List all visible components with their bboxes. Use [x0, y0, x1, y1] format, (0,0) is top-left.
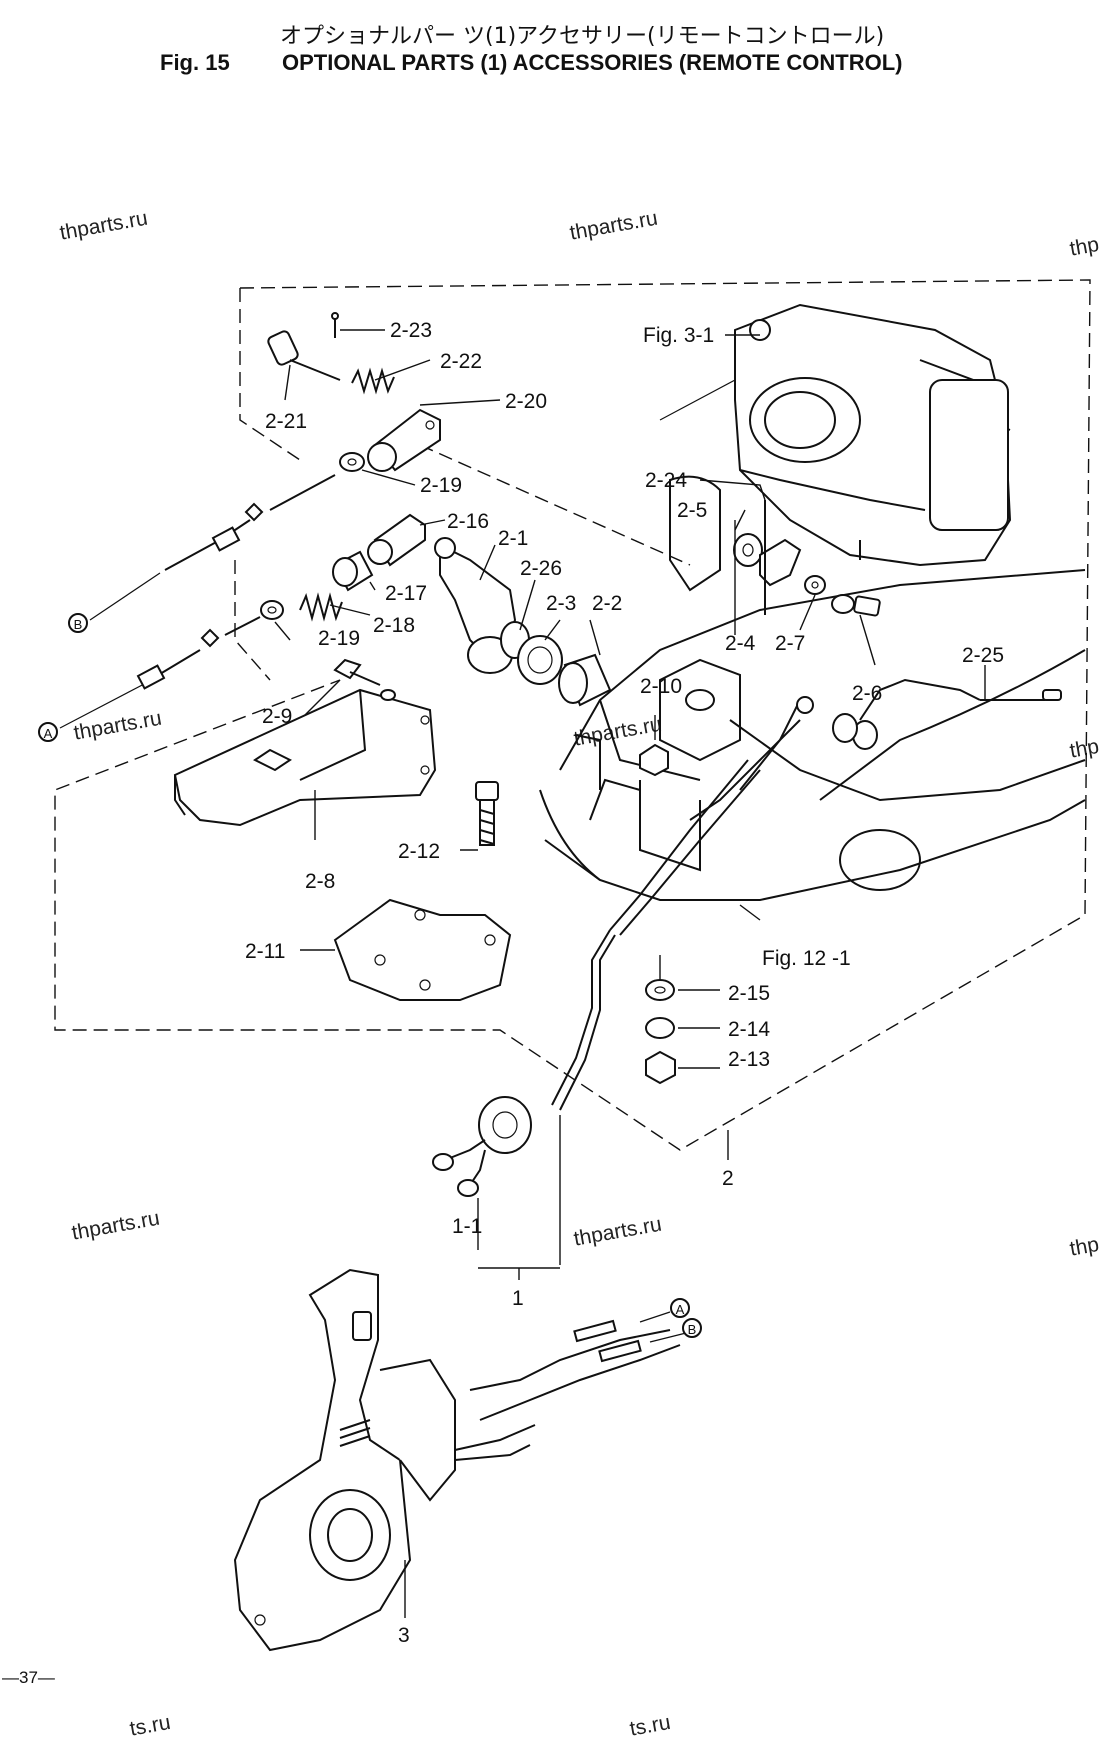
joint-2-16 — [367, 513, 426, 567]
callout-3: 3 — [398, 1624, 410, 1647]
callout-2-25: 2-25 — [962, 644, 1004, 667]
collar-2-3 — [517, 635, 563, 685]
arm-2-4 — [759, 500, 802, 615]
marker-a-left: A — [38, 722, 58, 742]
reference-fig-12-1: Fig. 12 -1 — [762, 947, 851, 970]
harness-2-25 — [689, 678, 1062, 821]
nut-2-13 — [645, 1050, 676, 1085]
title-english: OPTIONAL PARTS (1) ACCESSORIES (REMOTE C… — [282, 50, 903, 75]
key-switch-1-1 — [432, 1096, 532, 1197]
svg-text:A: A — [676, 1302, 685, 1317]
mounting-housing-drawing — [539, 379, 1086, 901]
nut-2-10 — [639, 743, 669, 777]
washer-2-19a — [339, 452, 365, 472]
svg-text:B: B — [74, 617, 83, 632]
callout-2-12: 2-12 — [398, 840, 440, 863]
spring-2-18 — [299, 592, 343, 622]
callout-2-3: 2-3 — [546, 592, 576, 615]
marker-b-left: B — [68, 613, 88, 633]
plate-2-11 — [333, 898, 512, 1001]
reference-fig-3-1: Fig. 3-1 — [643, 324, 714, 347]
remote-control-box-3 — [233, 1268, 691, 1652]
callout-2-26: 2-26 — [520, 557, 562, 580]
callout-1: 1 — [512, 1287, 524, 1310]
washer-2-19b — [260, 600, 284, 620]
washer-2-15 — [645, 979, 675, 1001]
marker-a-right: A — [670, 1298, 690, 1318]
callout-2: 2 — [722, 1167, 734, 1190]
joint-2-20 — [367, 408, 441, 472]
bolt-2-9 — [333, 658, 396, 701]
cable-end-2-21 — [267, 330, 341, 381]
pin-2-23 — [331, 312, 339, 338]
engine-block-drawing — [734, 303, 1012, 567]
callout-2-7: 2-7 — [775, 632, 805, 655]
callout-2-19-lower: 2-19 — [318, 627, 360, 650]
callout-2-20: 2-20 — [505, 390, 547, 413]
callout-2-16: 2-16 — [447, 510, 489, 533]
spring-2-22 — [351, 367, 395, 395]
svg-text:A: A — [44, 726, 53, 741]
callout-2-9: 2-9 — [262, 705, 292, 728]
callout-2-11: 2-11 — [245, 940, 285, 963]
washer-2-7 — [804, 575, 826, 595]
bushing-2-17 — [332, 550, 374, 592]
callout-2-18: 2-18 — [373, 614, 415, 637]
leader-lines — [274, 329, 986, 1618]
page-number: —37— — [2, 1668, 55, 1687]
callout-2-5: 2-5 — [677, 499, 707, 522]
svg-text:B: B — [688, 1322, 697, 1337]
callout-2-4: 2-4 — [725, 632, 756, 655]
callout-2-17: 2-17 — [385, 582, 427, 605]
callout-2-14: 2-14 — [728, 1018, 770, 1041]
callout-2-24: 2-24 — [645, 469, 687, 492]
callout-2-1: 2-1 — [498, 527, 528, 550]
callout-2-22: 2-22 — [440, 350, 482, 373]
title-japanese: オプショナルパー ツ(1)アクセサリー(リモートコントロール) — [280, 24, 885, 49]
callout-2-2: 2-2 — [592, 592, 622, 615]
bracket-2-8 — [173, 688, 437, 827]
callout-2-23: 2-23 — [390, 319, 432, 342]
marker-b-right: B — [682, 1318, 702, 1338]
callout-2-6: 2-6 — [852, 682, 882, 705]
assembly-boundary-inner — [234, 560, 271, 681]
bushing-2-2 — [558, 653, 612, 707]
assembly-boundary-upper — [239, 288, 301, 461]
callout-2-8: 2-8 — [305, 870, 335, 893]
cable-b — [89, 474, 336, 621]
callout-2-19-upper: 2-19 — [420, 474, 462, 497]
bolt-2-12 — [475, 781, 499, 846]
lever-2-1 — [434, 537, 517, 674]
lockwasher-2-14 — [645, 1017, 675, 1039]
callout-2-13: 2-13 — [728, 1048, 770, 1071]
callout-1-1: 1-1 — [452, 1215, 482, 1238]
washer-2-5 — [733, 533, 763, 567]
screw-2-6 — [831, 594, 881, 617]
cable-a — [59, 616, 261, 729]
assembly-axis-line — [419, 444, 691, 566]
callout-2-15: 2-15 — [728, 982, 770, 1005]
main-cable — [551, 759, 761, 1111]
assembly-boundary-outer — [54, 279, 1091, 1151]
callout-2-10: 2-10 — [640, 675, 682, 698]
figure-number: Fig. 15 — [160, 50, 230, 75]
callout-2-21: 2-21 — [265, 410, 307, 433]
